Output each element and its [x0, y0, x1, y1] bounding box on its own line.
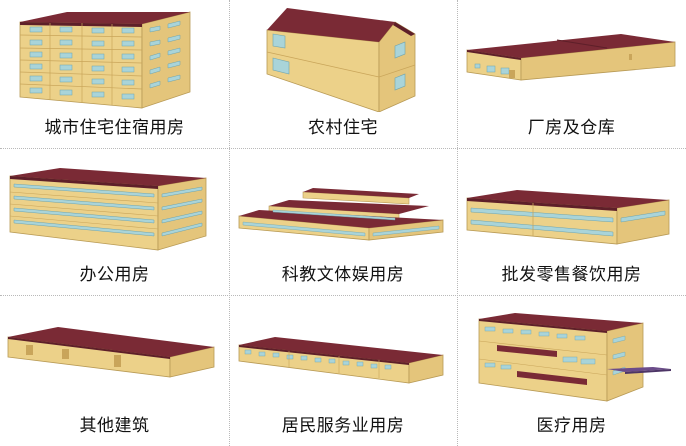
column-divider: [229, 0, 230, 446]
education-culture-building-icon: [238, 188, 444, 241]
category-label: 农村住宅: [308, 118, 378, 138]
category-card-office: 办公用房: [0, 148, 229, 295]
urban-residential-building-icon: [19, 11, 191, 109]
office-building-icon: [9, 168, 207, 251]
category-label: 批发零售餐饮用房: [501, 265, 642, 285]
category-label: 医疗用房: [536, 416, 607, 436]
factory-warehouse-icon: [466, 34, 676, 81]
category-label: 居民服务业用房: [281, 416, 405, 436]
column-divider: [457, 0, 458, 446]
medical-building-icon: [478, 313, 671, 402]
category-card-education-culture: 科教文体娱用房: [229, 148, 457, 295]
resident-service-building-icon: [238, 337, 444, 384]
category-card-medical: 医疗用房: [457, 295, 686, 446]
category-label: 科教文体娱用房: [281, 265, 405, 285]
other-building-icon: [7, 327, 215, 378]
rural-house-icon: [266, 8, 416, 112]
category-card-retail-dining: 批发零售餐饮用房: [457, 148, 686, 295]
category-label: 其他建筑: [79, 416, 150, 436]
category-card-other: 其他建筑: [0, 295, 229, 446]
category-card-rural-house: 农村住宅: [229, 0, 457, 148]
category-label: 厂房及仓库: [527, 118, 616, 138]
category-label: 办公用房: [79, 265, 150, 285]
retail-dining-building-icon: [466, 190, 670, 245]
row-divider: [0, 148, 686, 149]
category-label: 城市住宅住宿用房: [44, 118, 185, 138]
category-card-urban-residential: 城市住宅住宿用房: [0, 0, 229, 148]
row-divider: [0, 295, 686, 296]
category-card-resident-service: 居民服务业用房: [229, 295, 457, 446]
category-card-factory-warehouse: 厂房及仓库: [457, 0, 686, 148]
